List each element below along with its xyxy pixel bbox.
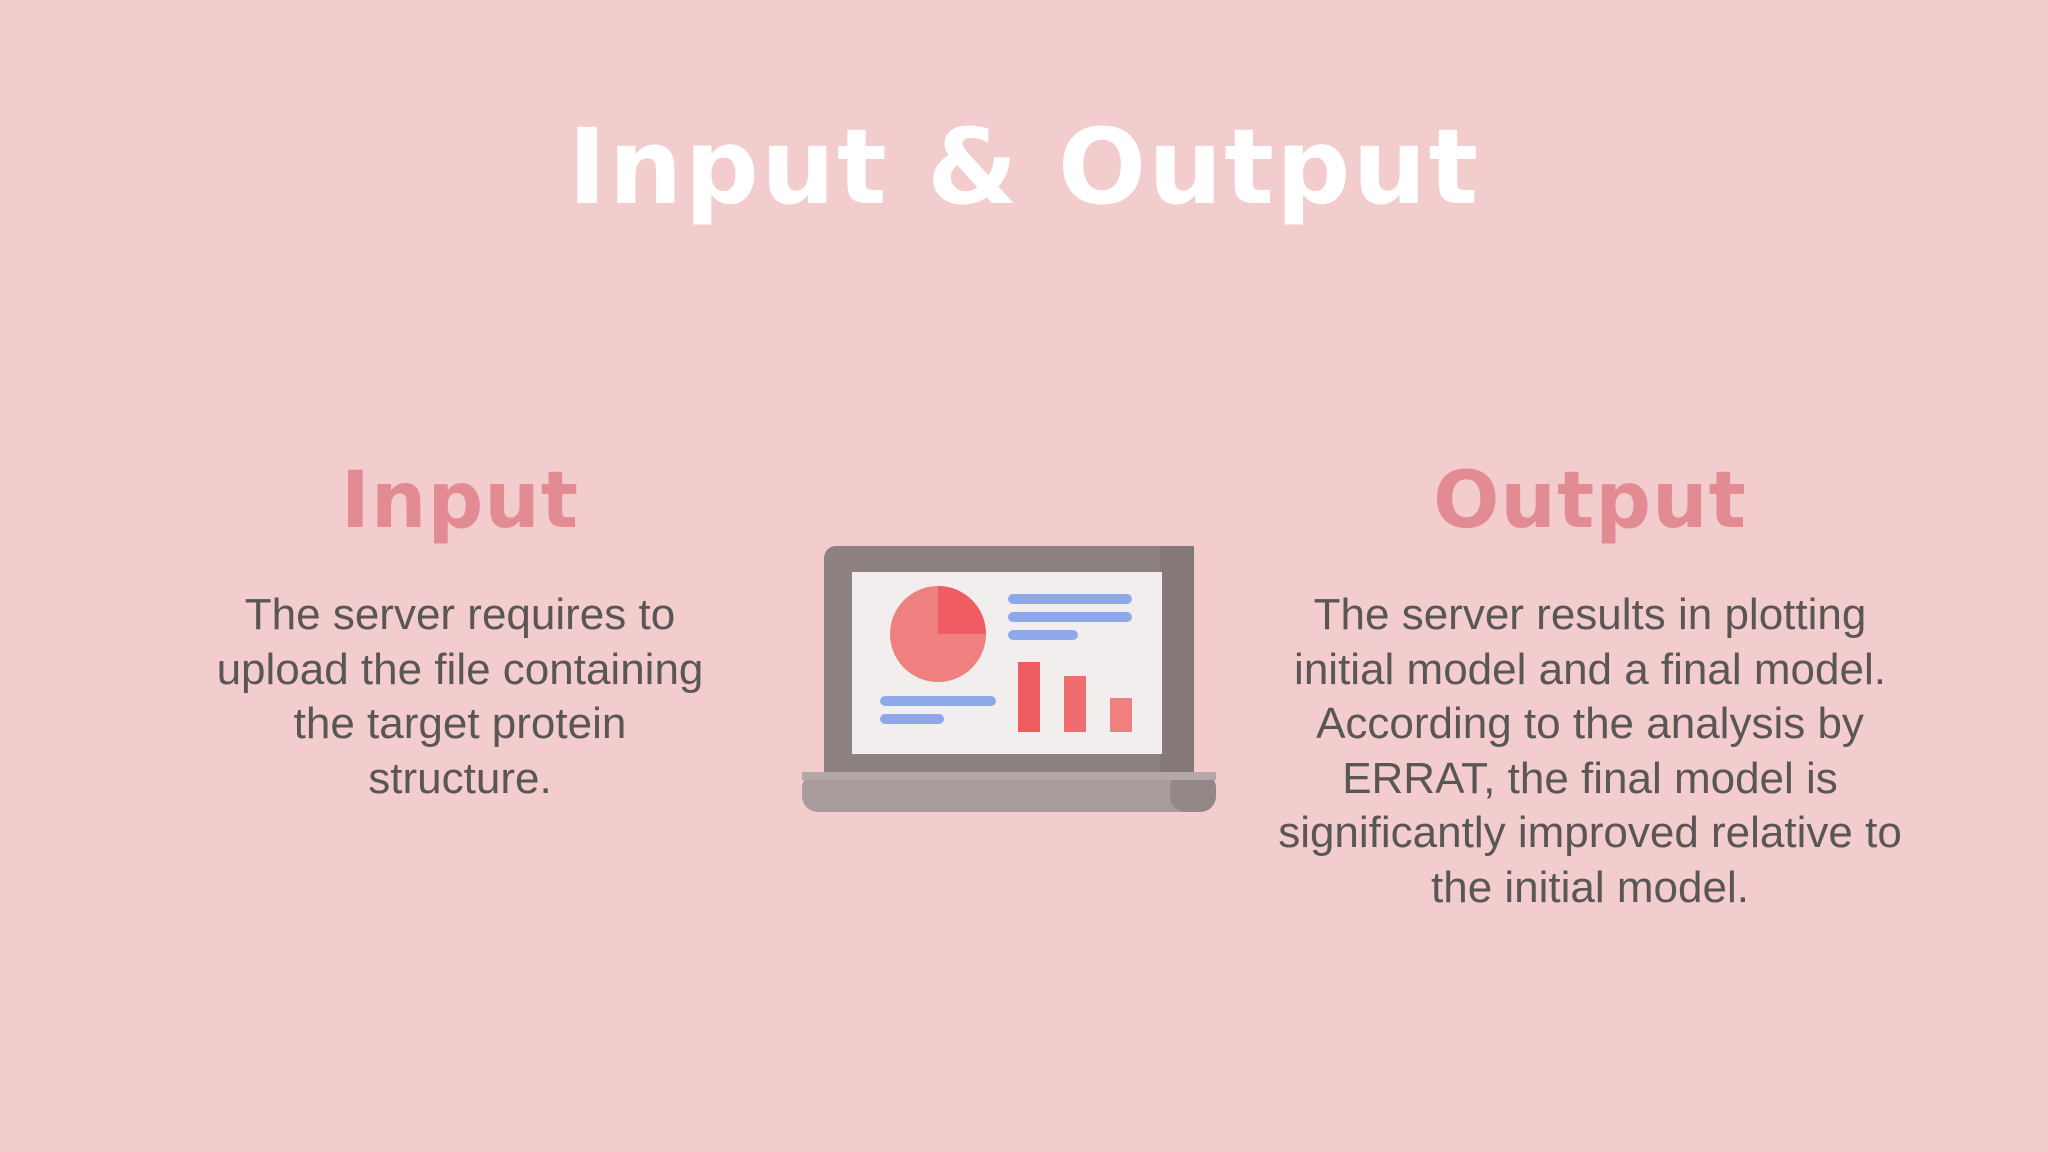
input-heading: Input	[340, 456, 580, 546]
input-description: The server requires to upload the file c…	[216, 590, 704, 803]
output-heading: Output	[1433, 456, 1747, 546]
slide-title: Input & Output	[567, 106, 1481, 228]
output-description: The server results in plotting initial m…	[1278, 590, 1902, 912]
laptop-dashboard-icon	[802, 546, 1216, 812]
